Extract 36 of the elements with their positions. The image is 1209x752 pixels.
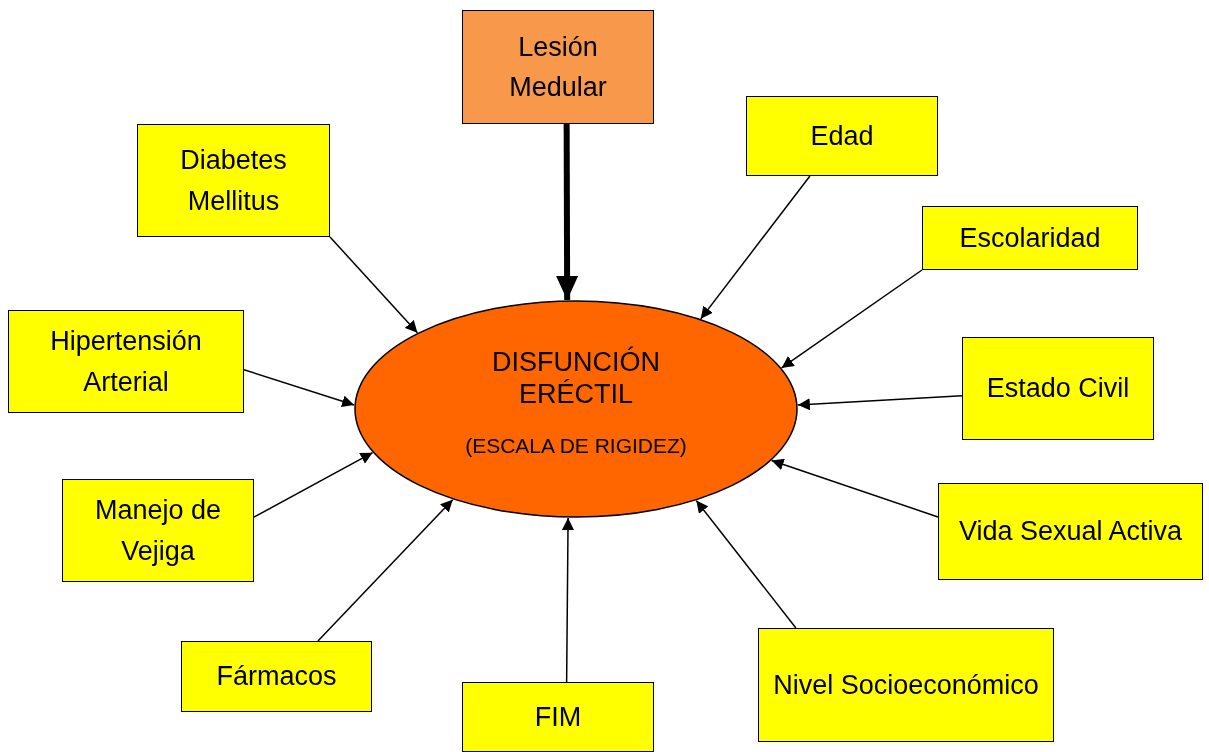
arrow	[243, 369, 355, 408]
factor-label: Fármacos	[216, 660, 337, 694]
arrow	[253, 451, 374, 518]
factor-box	[462, 682, 654, 752]
factor-box	[137, 124, 330, 237]
arrow	[780, 269, 923, 369]
arrow	[797, 394, 963, 411]
arrow	[317, 498, 454, 642]
factor-label: Diabetes Mellitus	[179, 144, 288, 218]
factor-label: Nivel Socioeconómico	[773, 668, 1039, 702]
factor-label: Estado Civil	[986, 372, 1130, 406]
factor-label: Vida Sexual Activa	[958, 515, 1183, 549]
outcome-subtitle: (ESCALA DE RIGIDEZ)	[464, 432, 688, 458]
arrow	[700, 175, 811, 320]
factor-label: Escolaridad	[959, 221, 1101, 255]
factor-box	[746, 96, 938, 176]
factor-label: Lesión Medular	[508, 30, 608, 104]
arrow	[329, 236, 419, 334]
factor-box	[8, 310, 244, 413]
outcome-title: DISFUNCIÓN ERÉCTIL	[491, 346, 661, 411]
factor-box	[922, 206, 1138, 270]
factor-box	[962, 337, 1154, 440]
factor-box	[938, 483, 1203, 580]
arrow	[562, 517, 574, 683]
factor-box	[62, 479, 254, 582]
outcome-ellipse	[354, 300, 798, 518]
factor-box	[758, 628, 1054, 742]
factor-label: FIM	[534, 700, 582, 734]
factor-box	[462, 10, 654, 124]
factor-label: Edad	[810, 119, 874, 153]
factor-label: Manejo de Vejiga	[93, 494, 223, 568]
arrow	[556, 124, 579, 301]
factor-label: Hipertensión Arterial	[49, 325, 203, 399]
arrow	[770, 458, 939, 518]
arrow	[695, 499, 797, 629]
factor-box	[181, 641, 372, 712]
